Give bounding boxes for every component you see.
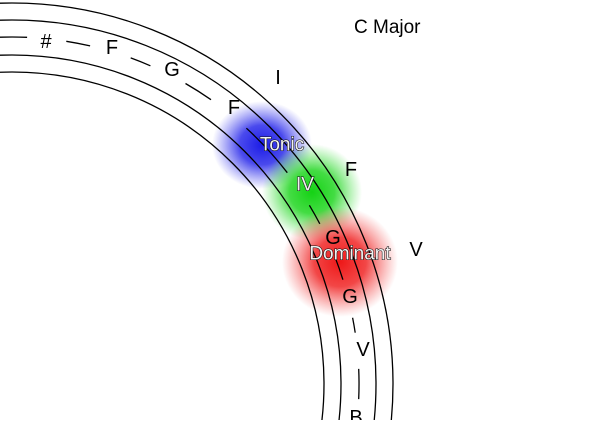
track-label-f: F xyxy=(106,37,118,59)
track-label-g: G xyxy=(164,59,180,81)
dominant-highlight xyxy=(282,207,398,317)
staff-lines xyxy=(0,2,394,425)
outer-label-i: I xyxy=(275,67,281,89)
track-label-g: G xyxy=(325,227,341,249)
track-label-g: G xyxy=(342,286,358,308)
track-label-sharp: # xyxy=(40,31,52,53)
track-label-f: F xyxy=(228,97,240,119)
outer-label-v: V xyxy=(409,239,423,261)
track-label-v: V xyxy=(356,339,370,361)
outer-label-f: F xyxy=(345,159,357,181)
tonic-label: Tonic xyxy=(260,135,304,156)
key-title: C Major xyxy=(354,17,421,38)
track-label-b: B xyxy=(349,407,362,420)
track-label-iv: IV xyxy=(296,175,314,196)
dominant-label: Dominant xyxy=(309,244,391,265)
